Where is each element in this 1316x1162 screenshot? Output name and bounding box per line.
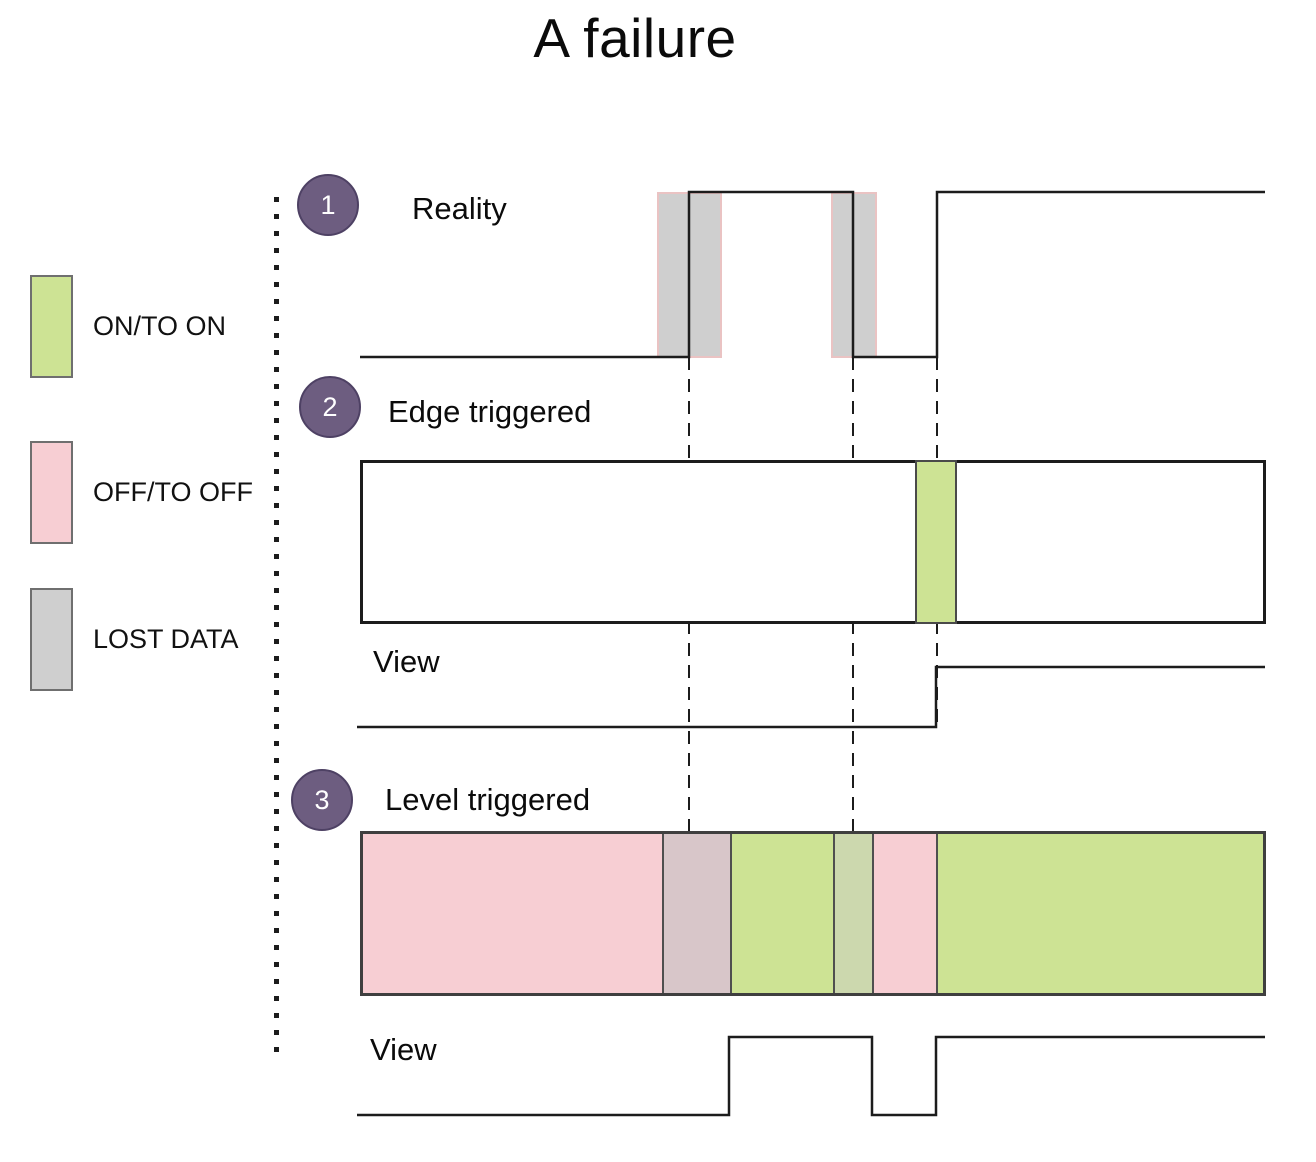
legend-label-lost: LOST DATA	[93, 624, 239, 654]
level-triggered-bar	[360, 831, 1266, 996]
level-segment-on-2	[936, 834, 1263, 993]
legend-item-on: ON/TO ON	[30, 275, 226, 378]
section-1-number: 1	[320, 189, 336, 220]
level-view-waveform	[357, 1035, 1265, 1117]
legend-label-on: ON/TO ON	[93, 311, 227, 341]
level-segment-off-2	[872, 834, 936, 993]
section-2-view-label: View	[373, 644, 440, 679]
section-3-badge: 3	[291, 769, 353, 831]
section-1-label: Reality	[412, 191, 507, 226]
lost-data-region-1	[657, 192, 722, 358]
legend-label-off: OFF/TO OFF	[93, 477, 253, 507]
on-swatch	[30, 275, 73, 378]
section-2-number: 2	[322, 391, 338, 422]
page-title: A failure	[533, 7, 737, 69]
edge-view-waveform	[357, 665, 1265, 729]
section-2-badge: 2	[299, 376, 361, 438]
section-1-badge: 1	[297, 174, 359, 236]
lost-data-swatch	[30, 588, 73, 691]
edge-trigger-event-bar	[915, 460, 957, 624]
section-2-label: Edge triggered	[388, 394, 592, 429]
legend-item-off: OFF/TO OFF	[30, 441, 253, 544]
section-3-view-label: View	[370, 1032, 437, 1067]
edge-triggered-box	[360, 460, 1266, 624]
section-3-number: 3	[314, 784, 330, 815]
off-swatch	[30, 441, 73, 544]
level-segment-lost-on	[833, 834, 872, 993]
section-3-label: Level triggered	[385, 782, 591, 817]
dotted-separator-line	[274, 197, 279, 1055]
level-segment-on	[730, 834, 833, 993]
lost-data-region-2	[831, 192, 877, 358]
legend-item-lost: LOST DATA	[30, 588, 239, 691]
level-segment-lost-off	[662, 834, 730, 993]
level-segment-off	[363, 834, 662, 993]
